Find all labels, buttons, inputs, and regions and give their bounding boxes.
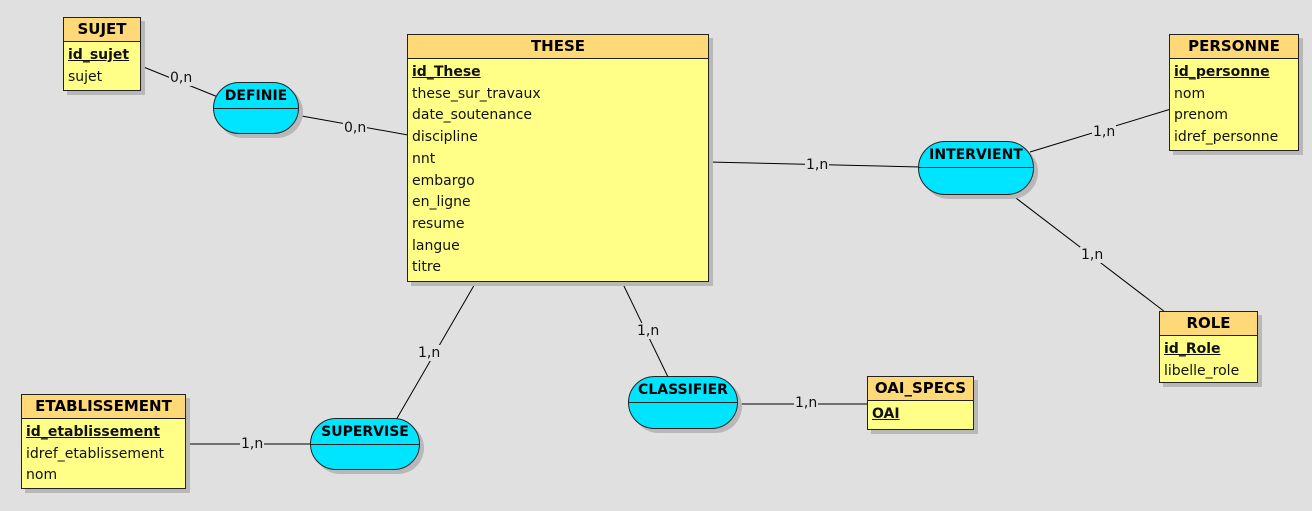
primary-key: id_etablissement: [26, 424, 160, 440]
attribute: libelle_role: [1164, 362, 1240, 379]
attribute: embargo: [412, 172, 475, 189]
primary-key: OAI: [872, 406, 900, 422]
cardinality-these-definie: 0,n: [343, 120, 368, 136]
entity-title: ROLE: [1160, 312, 1257, 336]
entity-title: OAI_SPECS: [868, 377, 973, 401]
entity-role[interactable]: ROLE id_Role libelle_role: [1159, 311, 1258, 383]
entity-oai-specs[interactable]: OAI_SPECS OAI: [867, 376, 974, 430]
cardinality-these-supervise: 1,n: [417, 345, 442, 361]
primary-key: id_sujet: [68, 47, 130, 63]
association-name: SUPERVISE: [311, 419, 419, 445]
association-name: INTERVIENT: [919, 142, 1033, 168]
entity-title: ETABLISSEMENT: [22, 395, 185, 419]
cardinality-etablissement-supervise: 1,n: [240, 436, 265, 452]
cardinality-these-classifier: 1,n: [636, 323, 661, 339]
attribute: discipline: [412, 129, 478, 146]
cardinality-sujet-definie: 0,n: [169, 70, 194, 86]
attribute: idref_personne: [1174, 129, 1279, 146]
cardinality-these-intervient: 1,n: [805, 157, 830, 173]
association-definie[interactable]: DEFINIE: [213, 82, 299, 134]
attribute: these_sur_travaux: [412, 85, 541, 102]
primary-key: id_These: [412, 64, 481, 80]
entity-title: PERSONNE: [1170, 35, 1298, 59]
association-intervient[interactable]: INTERVIENT: [918, 141, 1034, 195]
entity-title: THESE: [408, 35, 708, 59]
attribute: nom: [26, 467, 58, 484]
primary-key: id_Role: [1164, 341, 1221, 357]
attribute: resume: [412, 215, 465, 232]
cardinality-oai-classifier: 1,n: [794, 395, 819, 411]
attribute: idref_etablissement: [26, 445, 164, 462]
attribute: en_ligne: [412, 194, 471, 211]
entity-etablissement[interactable]: ETABLISSEMENT id_etablissement idref_eta…: [21, 394, 186, 489]
attribute: titre: [412, 259, 441, 276]
primary-key: id_personne: [1174, 64, 1270, 80]
attribute: nom: [1174, 85, 1206, 102]
attribute: nnt: [412, 150, 436, 167]
attribute: date_soutenance: [412, 107, 533, 124]
cardinality-personne-intervient: 1,n: [1092, 124, 1117, 140]
association-name: DEFINIE: [214, 83, 298, 109]
entity-personne[interactable]: PERSONNE id_personne nom prenom idref_pe…: [1169, 34, 1299, 151]
attribute: prenom: [1174, 107, 1229, 124]
association-classifier[interactable]: CLASSIFIER: [628, 376, 738, 429]
entity-sujet[interactable]: SUJET id_sujet sujet: [63, 17, 141, 91]
association-name: CLASSIFIER: [629, 377, 737, 403]
cardinality-role-intervient: 1,n: [1080, 247, 1105, 263]
attribute: langue: [412, 237, 460, 254]
attribute: sujet: [68, 68, 103, 85]
entity-these[interactable]: THESE id_These these_sur_travaux date_so…: [407, 34, 709, 282]
entity-title: SUJET: [64, 18, 140, 42]
association-supervise[interactable]: SUPERVISE: [310, 418, 420, 470]
